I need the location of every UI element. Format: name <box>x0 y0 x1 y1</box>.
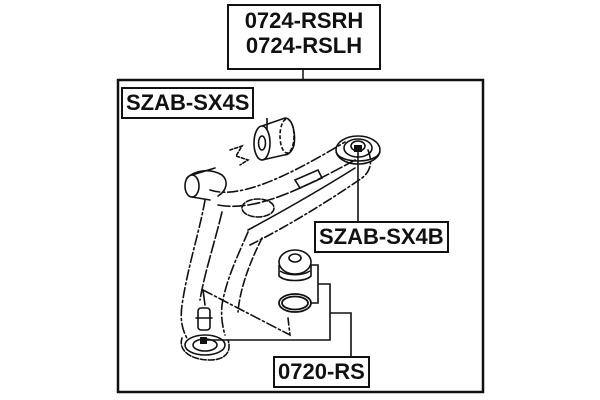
title-part-number-box: 0724-RSRH 0724-RSLH <box>227 4 381 70</box>
ball-joint-clip <box>278 293 312 313</box>
control-arm <box>180 141 372 361</box>
callout-rear-bushing: SZAB-SX4B <box>314 221 449 253</box>
front-bushing <box>253 117 296 161</box>
callout-ball-joint-label: 0720-RS <box>278 359 365 384</box>
ball-joint-boot <box>278 249 312 282</box>
callout-rear-bushing-label: SZAB-SX4B <box>319 224 444 249</box>
callout-front-bushing-label: SZAB-SX4S <box>126 90 250 115</box>
part-number-left: 0724-RSLH <box>245 33 363 58</box>
leader-lines <box>207 118 359 357</box>
part-number-right: 0724-RSRH <box>244 8 364 33</box>
callout-front-bushing: SZAB-SX4S <box>121 87 255 119</box>
callout-ball-joint: 0720-RS <box>273 356 370 388</box>
diagram-frame <box>116 78 485 394</box>
